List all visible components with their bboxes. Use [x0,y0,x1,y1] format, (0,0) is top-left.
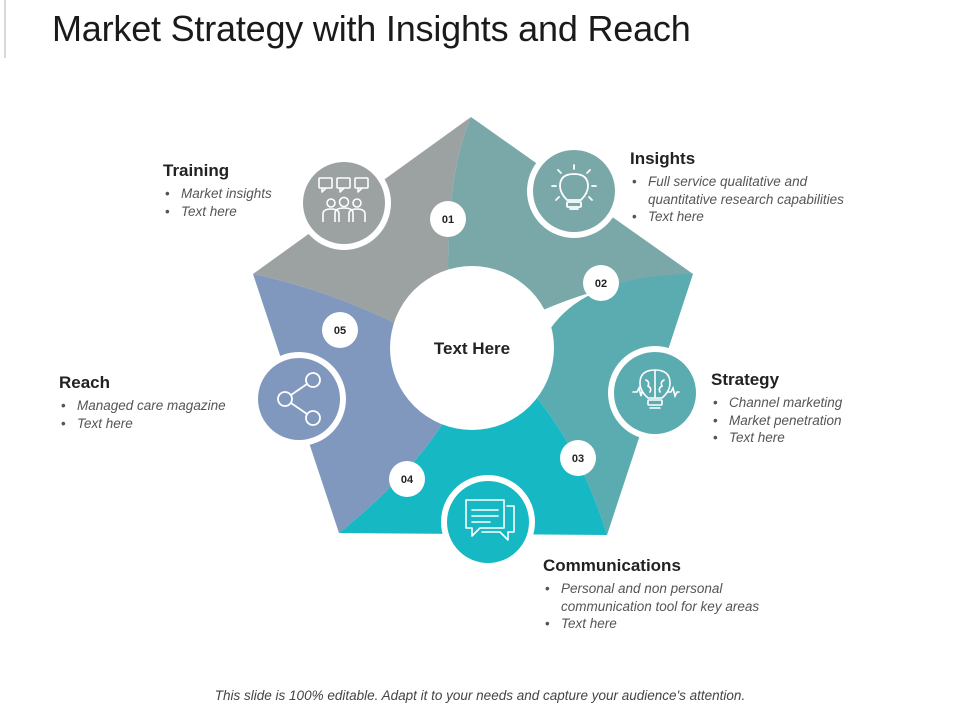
badge-02: 02 [595,278,607,290]
strategy-block: Strategy Channel marketing Market penetr… [711,370,842,447]
reach-bullet: Text here [59,415,226,433]
chat-bubbles-icon [465,499,515,541]
training-bullets: Market insights Text here [163,185,272,220]
insights-icon-circle [527,144,621,238]
badge-03: 03 [572,453,584,465]
insights-bullet-continuation: quantitative research capabilities [648,191,844,207]
reach-bullet: Managed care magazine [59,397,226,415]
strategy-bullets: Channel marketing Market penetration Tex… [711,394,842,447]
training-bullet: Market insights [163,185,272,203]
strategy-bullet: Channel marketing [711,394,842,412]
brain-bulb-icon [632,369,680,409]
communications-icon-circle [441,475,535,569]
strategy-icon-circle [608,346,702,440]
insights-block: Insights Full service qualitative and qu… [630,149,844,226]
training-bullet: Text here [163,203,272,221]
communications-bullet: Personal and non personal [543,580,759,598]
center-label: Text Here [434,339,510,358]
reach-bullets: Managed care magazine Text here [59,397,226,432]
training-block: Training Market insights Text here [163,161,272,220]
footer-note: This slide is 100% editable. Adapt it to… [214,688,746,703]
training-icon-circle [297,156,391,250]
insights-bullets: Full service qualitative and quantitativ… [630,173,844,226]
reach-heading: Reach [59,373,111,392]
badge-01: 01 [442,214,454,226]
insights-bullet: Text here [630,208,844,226]
badge-05: 05 [334,325,346,337]
slide-edge-line [4,0,6,58]
reach-icon-circle [252,352,346,446]
strategy-bullet: Market penetration [711,412,842,430]
insights-bullet: Full service qualitative and [630,173,844,191]
communications-bullet-continuation: communication tool for key areas [561,598,760,614]
badge-04: 04 [401,474,414,486]
team-chat-icon [318,177,369,222]
communications-heading: Communications [543,556,681,575]
strategy-bullet: Text here [711,429,842,447]
communications-bullets: Personal and non personal communication … [543,580,759,633]
lightbulb-icon [551,164,597,210]
communications-bullet: Text here [543,615,759,633]
strategy-heading: Strategy [711,370,780,389]
number-badges: 01 02 03 04 05 [322,201,619,497]
insights-heading: Insights [630,149,696,168]
center-circle [390,266,554,430]
share-icon [277,372,321,426]
communications-block: Communications Personal and non personal… [543,556,759,633]
training-heading: Training [163,161,230,180]
reach-block: Reach Managed care magazine Text here [59,373,226,432]
page-title: Market Strategy with Insights and Reach [52,8,691,49]
